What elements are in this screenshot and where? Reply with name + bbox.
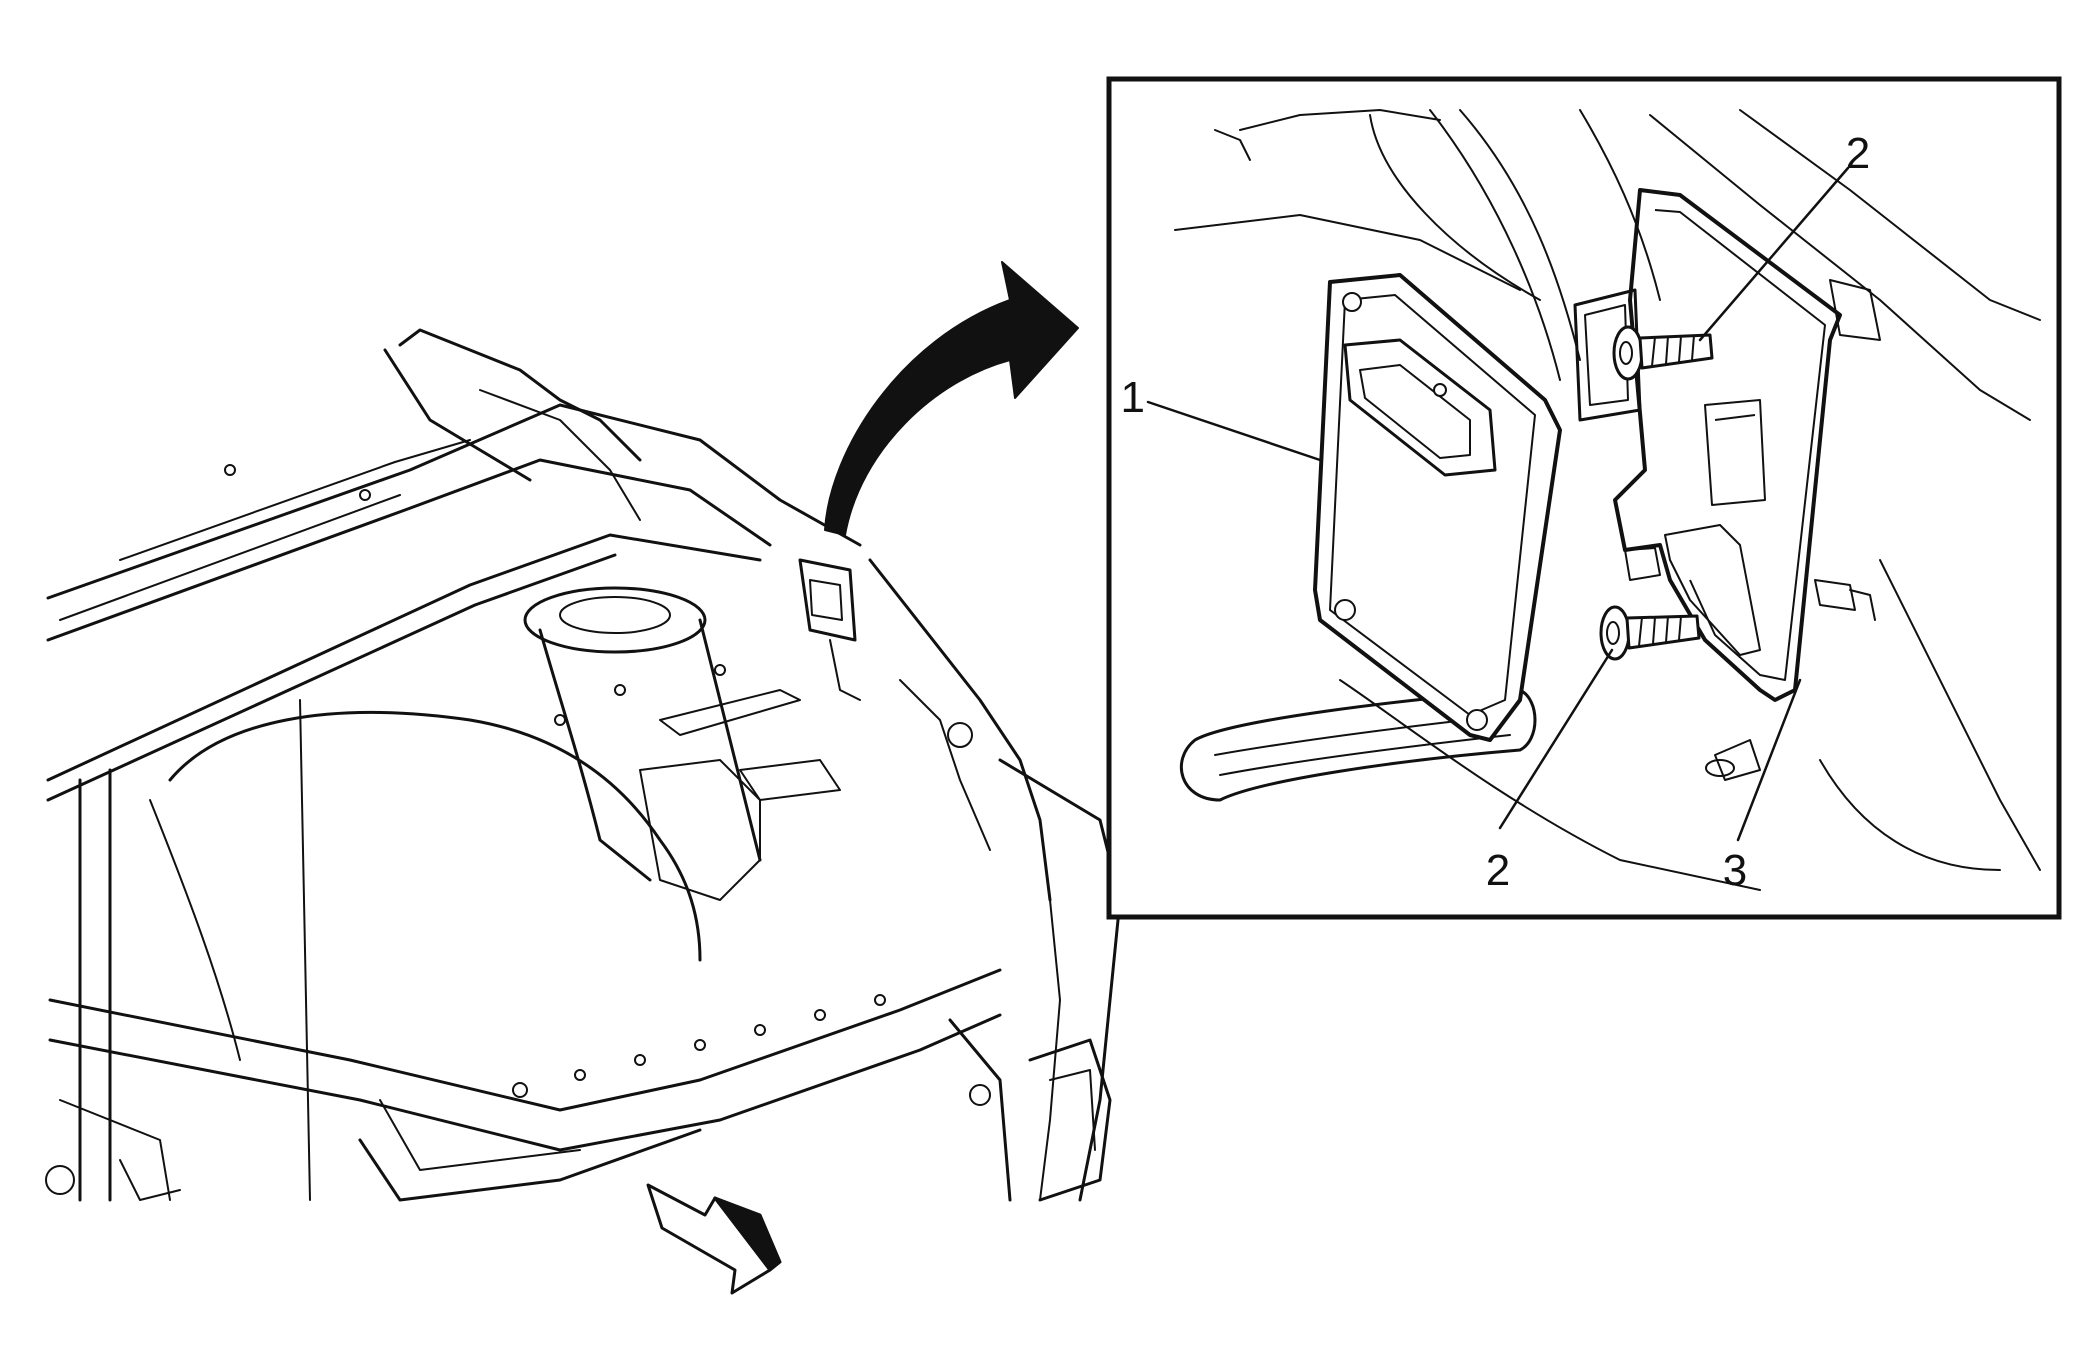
callout-leaders bbox=[1146, 166, 1850, 842]
leader-2-lower bbox=[1498, 648, 1614, 830]
callout-1-label: 1 bbox=[1121, 373, 1145, 422]
direction-arrow-icon bbox=[646, 1183, 782, 1295]
front-frame-overview bbox=[45, 328, 1122, 1202]
detail-frame bbox=[1106, 76, 2062, 920]
leader-1 bbox=[1146, 400, 1322, 462]
leader-2-upper bbox=[1698, 166, 1850, 342]
callout-2-upper-label: 2 bbox=[1846, 129, 1870, 178]
screw-lower-icon bbox=[1599, 605, 1701, 661]
callout-2-lower-label: 2 bbox=[1486, 846, 1510, 895]
leader-3 bbox=[1736, 678, 1802, 842]
callout-3-label: 3 bbox=[1723, 846, 1747, 895]
detail-background-structure bbox=[1174, 109, 2041, 891]
mounting-bracket bbox=[1573, 188, 1856, 702]
control-module bbox=[1313, 273, 1562, 742]
curved-arrow-icon bbox=[824, 261, 1079, 536]
detail-inset: 1 2 2 3 bbox=[1106, 76, 2062, 920]
screw-upper-icon bbox=[1612, 325, 1714, 381]
